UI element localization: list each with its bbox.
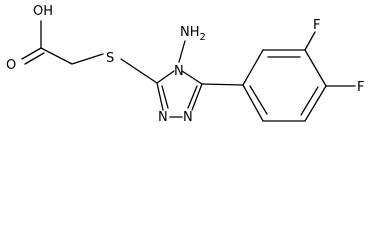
bond-phenyl-c1-c2 — [242, 49, 264, 86]
sulfur-label: S — [106, 51, 114, 66]
bond-c3-n2-double-a — [191, 83, 203, 111]
bond-phenyl-c3-c4 — [304, 49, 327, 87]
bond-ch2-to-sulfur — [71, 53, 104, 65]
fluorine-3-label: F — [313, 18, 320, 33]
bond-phenyl-inner-2 — [300, 86, 319, 116]
bond-n1-c5-double-b — [161, 85, 169, 109]
bond-phenyl-to-fluorine-3 — [304, 31, 316, 51]
hydroxyl-label: OH — [33, 4, 53, 19]
atom-labels: OH O S NH2 N N N F F — [6, 4, 364, 125]
bond-c3-n2-double-b — [187, 85, 198, 109]
bonds — [21, 20, 356, 122]
carbonyl-oxygen-label: O — [6, 58, 16, 73]
bond-c5-to-n4 — [156, 70, 175, 84]
bond-phenyl-c4-c5 — [304, 85, 327, 122]
bond-carbonyl-double-a — [21, 47, 42, 60]
fluorine-4-label: F — [357, 80, 364, 95]
bond-phenyl-inner-3 — [249, 85, 268, 115]
bond-n1-c5-double-a — [156, 82, 164, 111]
ring-n1-label: N — [158, 110, 168, 125]
bond-c3-to-phenyl — [201, 83, 244, 86]
chemical-structure-diagram: OH O S NH2 N N N F F — [6, 4, 364, 125]
bond-n4-to-amino — [178, 40, 186, 63]
ring-n2-label: N — [183, 110, 193, 125]
bond-carboxyl-to-ch2 — [40, 47, 73, 65]
ring-n4-label: N — [174, 64, 184, 79]
bond-sulfur-to-c5 — [120, 58, 158, 84]
bond-n4-to-c3 — [181, 70, 203, 85]
amino-label: NH2 — [180, 25, 206, 43]
bond-carbonyl-double-b — [24, 52, 45, 65]
bond-phenyl-c6-c1 — [242, 84, 264, 122]
